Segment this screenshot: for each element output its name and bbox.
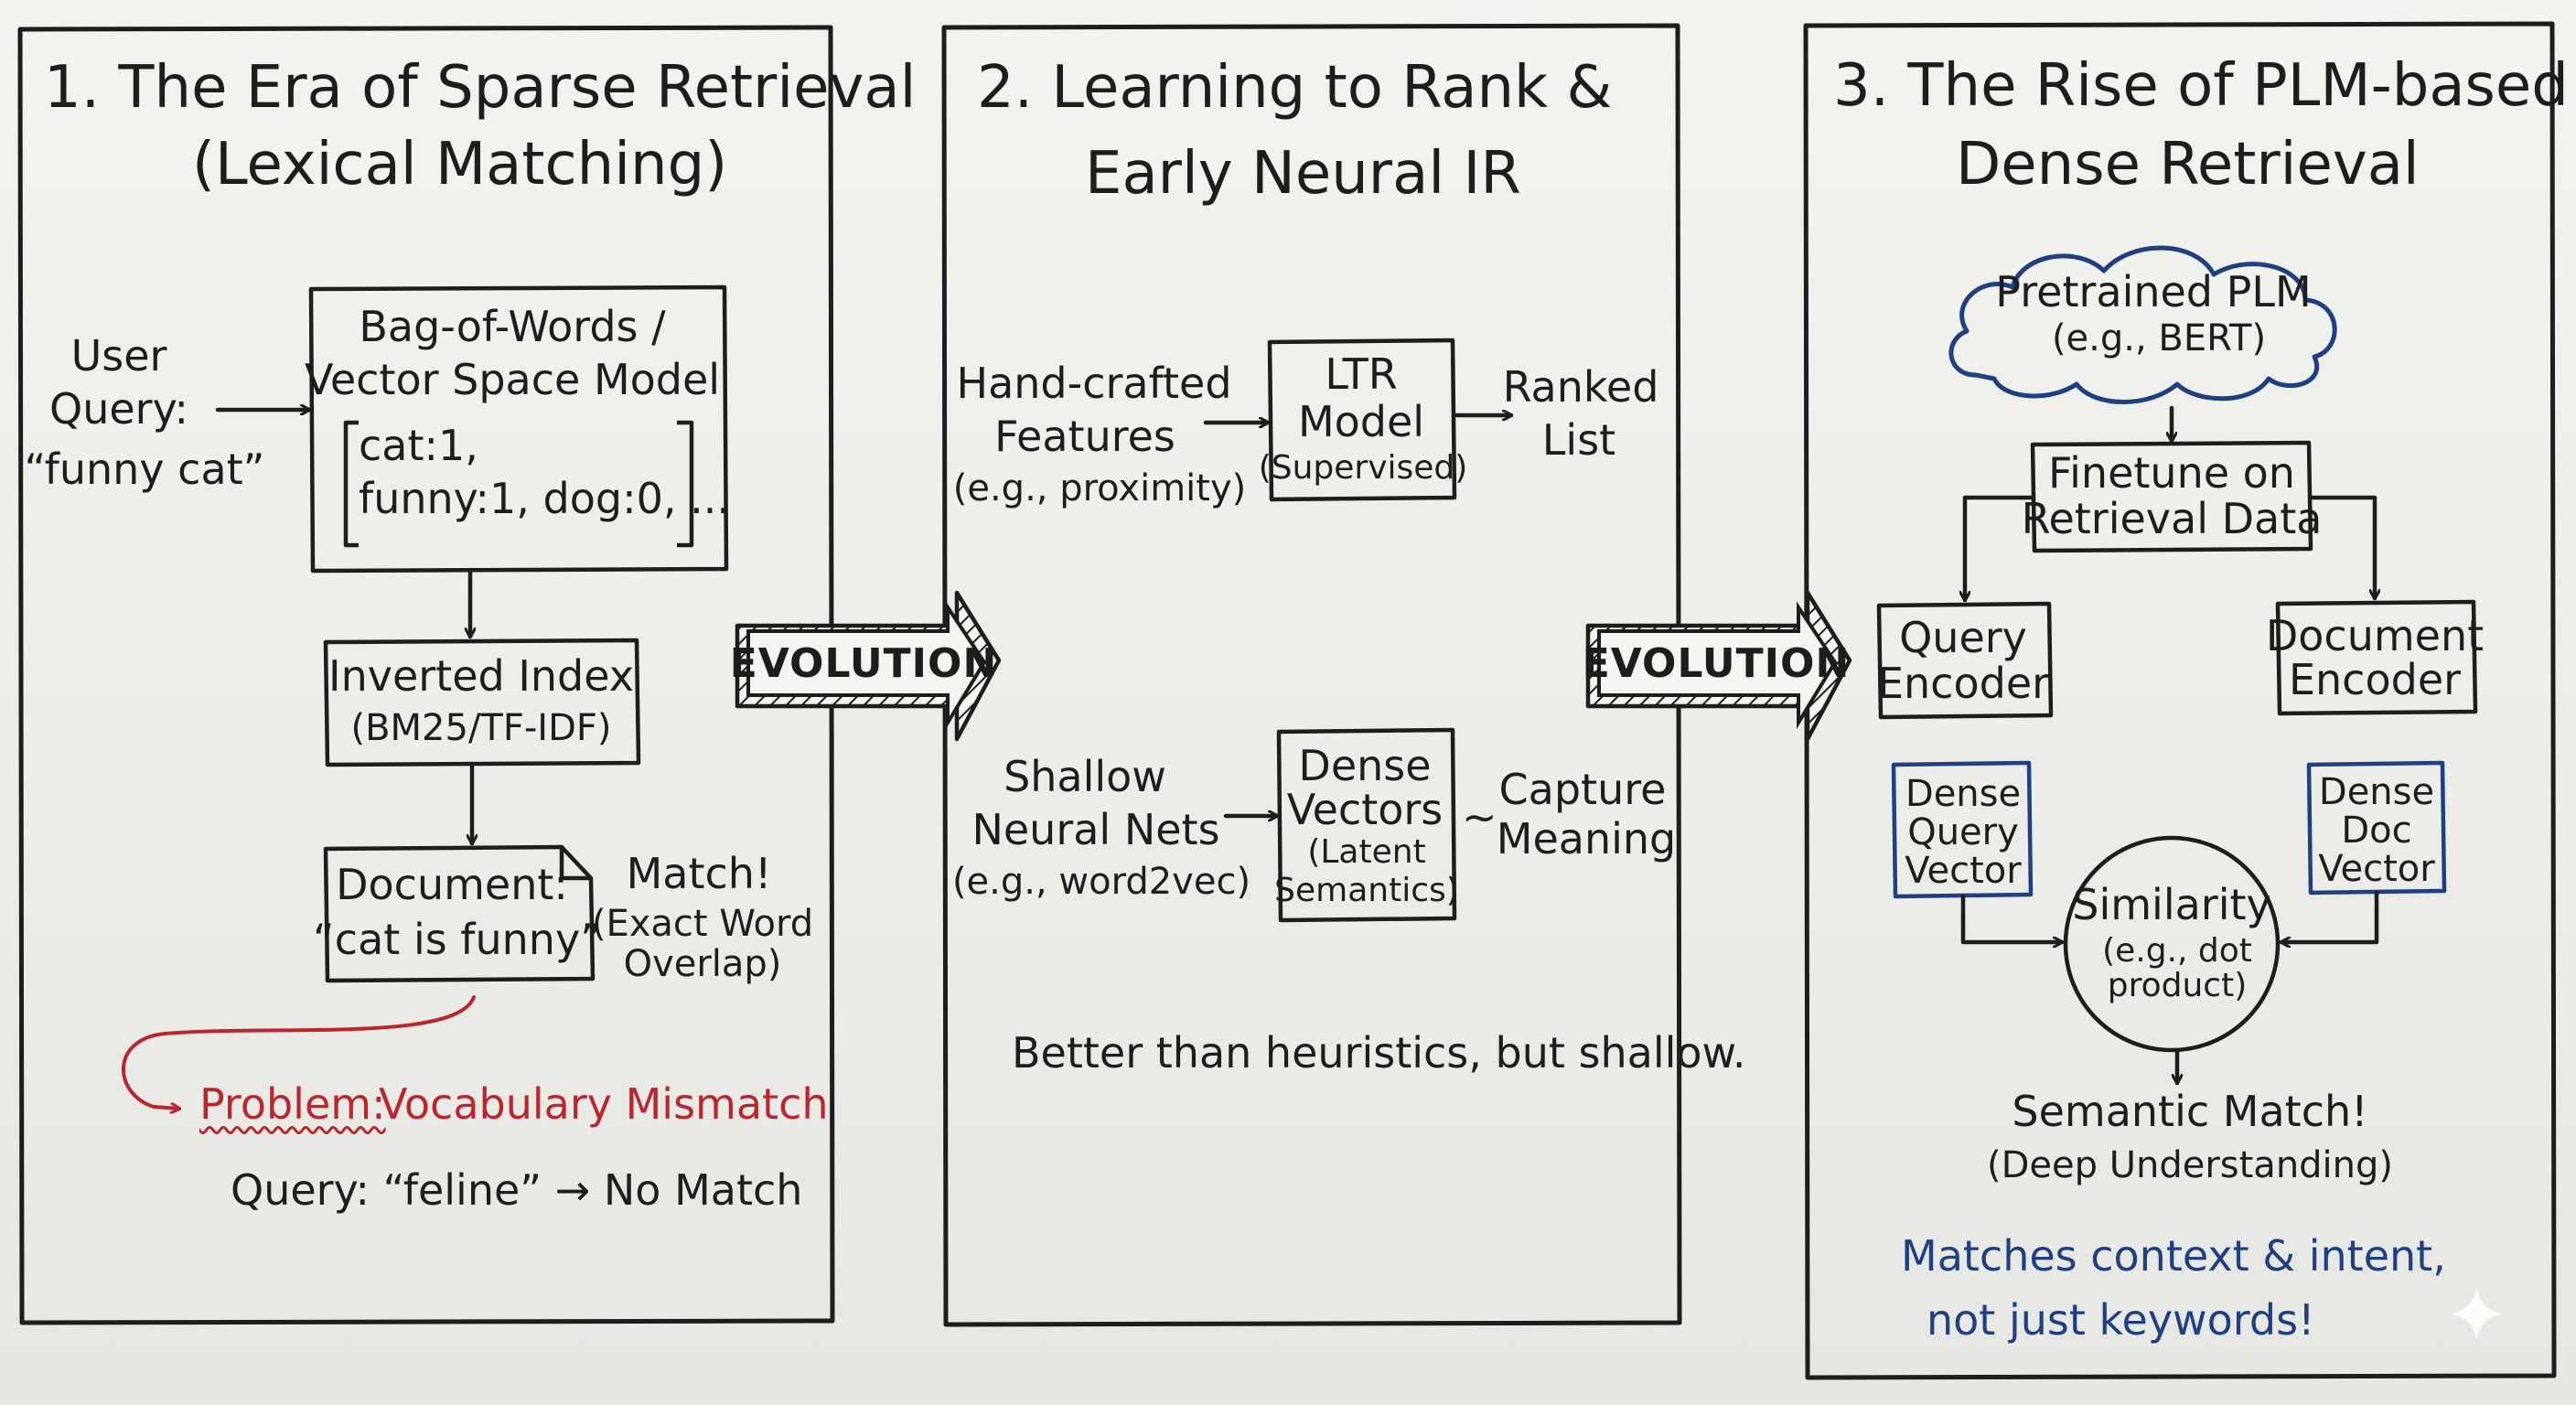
document-box — [323, 844, 596, 983]
document-label: Document: — [336, 860, 568, 909]
user-query-value: “funny cat” — [24, 445, 265, 494]
handcrafted-example: (e.g., proximity) — [952, 467, 1247, 509]
evolution-label-2: EVOLUTION — [1582, 640, 1851, 687]
panel-1-title-line1: 1. The Era of Sparse Retrieval — [44, 54, 917, 122]
document-text: “cat is funny” — [312, 915, 603, 964]
user-query-line2: Query: — [49, 384, 188, 434]
query-encoder-box — [1876, 601, 2054, 720]
handcrafted-line1: Hand-crafted — [956, 359, 1232, 408]
finetune-line2: Retrieval Data — [2021, 494, 2323, 543]
dense-vectors-line3: (Latent — [1307, 833, 1426, 871]
arrow-finetune-to-doc-encoder — [2308, 495, 2375, 601]
tilde-symbol: ~ — [1462, 792, 1497, 842]
similarity-line2: (e.g., dot — [2102, 932, 2252, 970]
dense-query-line3: Vector — [1905, 850, 2022, 892]
arrow-doc-to-problem — [122, 995, 476, 1109]
arrow-finetune-to-query-encoder — [1965, 495, 2035, 603]
inverted-index-title: Inverted Index — [328, 651, 634, 701]
dense-vectors-line1: Dense — [1298, 741, 1432, 790]
handcrafted-line2: Features — [994, 412, 1175, 461]
evolution-arrow-2-face — [1597, 601, 1838, 730]
document-corner — [559, 847, 591, 881]
match-detail-line2: Overlap) — [623, 943, 782, 985]
ltr-model-box — [1267, 338, 1457, 502]
query-encoder-line2: Encoder — [1876, 659, 2050, 708]
problem-text: Vocabulary Mismatch — [379, 1079, 829, 1129]
plm-cloud-line2: (e.g., BERT) — [2051, 317, 2267, 359]
bow-vector-line1: cat:1, — [359, 421, 478, 470]
ltr-model-line2: Model — [1297, 397, 1425, 446]
ranked-list-line1: Ranked — [1502, 362, 1659, 412]
panel-2-title-line1: 2. Learning to Rank & — [977, 54, 1613, 122]
match-title: Match! — [626, 849, 772, 898]
vector-bracket-left — [343, 420, 359, 548]
similarity-line3: product) — [2107, 967, 2248, 1004]
plm-cloud — [1948, 245, 2337, 404]
arrow-query-vector-to-similarity — [1960, 894, 2065, 942]
user-query-line1: User — [70, 331, 167, 381]
capture-line1: Capture — [1498, 765, 1667, 814]
ltr-model-line1: LTR — [1325, 349, 1398, 399]
bow-title-line1: Bag-of-Words / — [359, 302, 666, 351]
dense-query-box — [1891, 760, 2034, 899]
semantic-match-title: Semantic Match! — [2012, 1087, 2368, 1136]
dense-query-line1: Dense — [1905, 773, 2022, 815]
evolution-arrow-1-face — [746, 601, 987, 730]
finetune-box — [2030, 440, 2313, 553]
panel-3-title-line1: 3. The Rise of PLM-based — [1833, 52, 2569, 120]
panel-2-title-line2: Early Neural IR — [1085, 140, 1521, 208]
bow-box — [308, 284, 729, 574]
panel-3-frame — [1803, 21, 2557, 1380]
problem-label: Problem: — [199, 1079, 386, 1129]
document-encoder-box — [2275, 599, 2478, 716]
arrow-doc-vector-to-similarity — [2279, 890, 2379, 942]
dense-doc-line2: Doc — [2341, 810, 2412, 852]
plm-cloud-line1: Pretrained PLM — [1995, 267, 2312, 316]
similarity-title: Similarity — [2072, 880, 2271, 929]
document-encoder-line2: Encoder — [2288, 655, 2462, 704]
capture-line2: Meaning — [1496, 814, 1677, 863]
similarity-circle — [2063, 835, 2281, 1053]
vector-bracket-right — [677, 420, 694, 548]
panel-2-summary: Better than heuristics, but shallow. — [1012, 1028, 1746, 1078]
query-example: Query: “feline” → No Match — [231, 1165, 803, 1215]
dense-vectors-line2: Vectors — [1286, 785, 1444, 834]
shallow-line2: Neural Nets — [971, 805, 1220, 854]
semantic-match-subtitle: (Deep Understanding) — [1986, 1144, 2394, 1186]
document-encoder-line1: Document — [2265, 611, 2485, 660]
query-encoder-line1: Query — [1899, 613, 2027, 662]
sparkle-icon: ✦ — [2444, 1271, 2509, 1360]
dense-vectors-box — [1276, 727, 1457, 923]
evolution-label-1: EVOLUTION — [729, 640, 998, 687]
inverted-index-subtitle: (BM25/TF-IDF) — [350, 707, 612, 749]
dense-vectors-line4: Semantics) — [1274, 872, 1459, 909]
dense-doc-box — [2306, 760, 2447, 896]
conclusion-line1: Matches context & intent, — [1901, 1231, 2446, 1281]
conclusion-line2: not just keywords! — [1927, 1295, 2315, 1345]
ranked-list-line2: List — [1541, 415, 1616, 465]
inverted-index-box — [323, 638, 641, 767]
bow-vector-line2: funny:1, dog:0, ... — [359, 474, 730, 523]
dense-query-line2: Query — [1907, 811, 2019, 853]
panel-1-frame — [17, 25, 835, 1325]
ltr-model-supervised: (Supervised) — [1258, 449, 1468, 487]
shallow-line1: Shallow — [1004, 752, 1166, 801]
bow-title-line2: Vector Space Model — [304, 355, 721, 404]
panel-1-title-line2: (Lexical Matching) — [192, 131, 728, 198]
finetune-line1: Finetune on — [2048, 448, 2295, 498]
panel-2-frame — [941, 23, 1682, 1327]
dense-doc-line3: Vector — [2318, 848, 2435, 890]
shallow-example: (e.g., word2vec) — [951, 861, 1251, 903]
panel-3-title-line2: Dense Retrieval — [1956, 131, 2420, 198]
dense-doc-line1: Dense — [2318, 771, 2435, 813]
match-detail-line1: (Exact Word — [591, 903, 814, 945]
